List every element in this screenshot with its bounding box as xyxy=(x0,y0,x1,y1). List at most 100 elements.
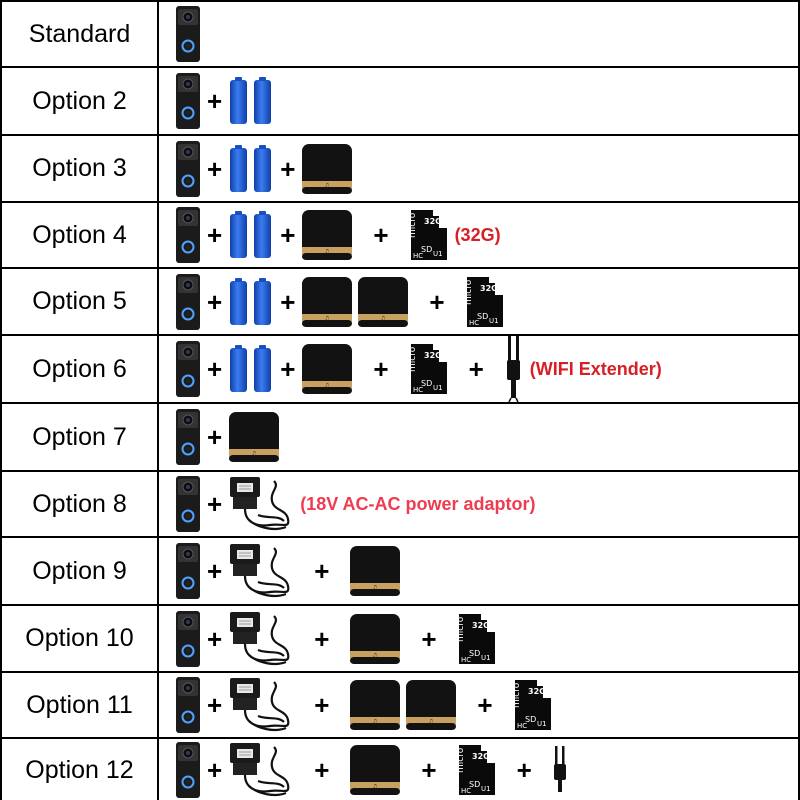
svg-text:U1: U1 xyxy=(433,384,443,392)
svg-text:U1: U1 xyxy=(489,317,499,325)
option-row: Option 7 + ♫ xyxy=(0,402,800,472)
chime-icon: ♫ xyxy=(301,143,353,195)
svg-text:♫: ♫ xyxy=(373,719,378,726)
chime-icon: ♫ xyxy=(228,411,280,463)
microsd-card-icon: 32GB micro SD HC U1 xyxy=(409,208,449,262)
plus-sign: + xyxy=(207,153,223,184)
svg-text:SD: SD xyxy=(469,780,480,789)
option-contents: + (18V AC-AC power adaptor) xyxy=(157,470,800,538)
power-adaptor-icon xyxy=(228,475,294,533)
option-row: Option 10 + + ♫ + 32GB micro SD HC U1 xyxy=(0,604,800,673)
option-label: Standard xyxy=(0,0,159,68)
svg-text:micro: micro xyxy=(457,747,466,773)
plus-sign: + xyxy=(207,220,223,250)
plus-sign: + xyxy=(477,690,493,720)
svg-text:U1: U1 xyxy=(433,250,443,258)
plus-sign: + xyxy=(207,489,223,519)
svg-text:♫: ♫ xyxy=(429,719,434,726)
option-label: Option 9 xyxy=(0,536,159,606)
plus-sign: + xyxy=(314,556,330,586)
plus-sign: + xyxy=(207,354,223,384)
plus-sign: + xyxy=(207,556,223,586)
svg-text:♫: ♫ xyxy=(325,182,330,189)
svg-text:micro: micro xyxy=(513,682,522,708)
option-contents: + + ♫ + 32GB micro SD HC U1 + (WIFI Exte… xyxy=(157,334,800,404)
plus-sign: + xyxy=(207,422,223,452)
svg-text:U1: U1 xyxy=(537,720,547,728)
wifi-extender-icon xyxy=(504,337,524,401)
batteries-icon xyxy=(228,76,274,126)
note-wifi: (WIFI Extender) xyxy=(529,358,662,379)
plus-sign: + xyxy=(314,690,330,720)
option-row: Option 11 + + ♫ ♫ + 32GB m xyxy=(0,671,800,739)
doorbell-icon xyxy=(175,676,201,734)
batteries-icon xyxy=(228,210,274,260)
option-row: Option 4 + + ♫ + 32GB micro SD HC U1 (32… xyxy=(0,201,800,269)
option-label: Option 7 xyxy=(0,402,159,472)
doorbell-icon xyxy=(175,5,201,63)
plus-sign: + xyxy=(516,755,532,785)
option-row: Standard xyxy=(0,0,800,68)
option-row: Option 5 + + ♫ ♫ + 32GB micro xyxy=(0,267,800,336)
microsd-card-icon: 32GB micro SD HC U1 xyxy=(513,678,553,732)
power-adaptor-icon xyxy=(228,741,294,799)
option-label: Option 3 xyxy=(0,134,159,203)
svg-text:HC: HC xyxy=(413,252,423,260)
doorbell-icon xyxy=(175,408,201,466)
plus-sign: + xyxy=(207,623,223,654)
option-row: Option 3 + + ♫ xyxy=(0,134,800,203)
option-label: Option 2 xyxy=(0,66,159,136)
option-contents: + + ♫ ♫ + 32GB micro SD HC U1 xyxy=(157,671,800,739)
svg-text:32GB: 32GB xyxy=(472,621,496,630)
option-contents: + + ♫ xyxy=(157,134,800,203)
svg-text:32GB: 32GB xyxy=(480,284,504,293)
svg-text:HC: HC xyxy=(461,787,471,795)
plus-sign: + xyxy=(314,755,330,785)
option-label: Option 10 xyxy=(0,604,159,673)
microsd-card-icon: 32GB micro SD HC U1 xyxy=(409,342,449,396)
plus-sign: + xyxy=(207,690,223,720)
chime-icon: ♫ xyxy=(349,545,401,597)
svg-text:HC: HC xyxy=(517,722,527,730)
plus-sign: + xyxy=(207,86,223,116)
plus-sign: + xyxy=(280,286,296,317)
plus-sign: + xyxy=(429,286,445,317)
plus-sign: + xyxy=(280,354,296,384)
svg-text:SD: SD xyxy=(525,715,536,724)
note-adaptor: (18V AC-AC power adaptor) xyxy=(300,493,536,514)
option-label: Option 11 xyxy=(0,671,159,739)
option-row: Option 8 + (18V AC-AC power adaptor) xyxy=(0,470,800,538)
svg-text:SD: SD xyxy=(477,312,488,321)
doorbell-icon xyxy=(175,475,201,533)
option-label: Option 6 xyxy=(0,334,159,404)
option-contents xyxy=(157,0,800,68)
plus-sign: + xyxy=(207,755,223,785)
chime-icon: ♫ xyxy=(405,679,457,731)
svg-text:SD: SD xyxy=(421,245,432,254)
svg-text:HC: HC xyxy=(413,386,423,394)
chime-icon: ♫ xyxy=(349,744,401,796)
option-contents: + + ♫ + 32GB micro SD HC U1 (32G) xyxy=(157,201,800,269)
microsd-card-icon: 32GB micro SD HC U1 xyxy=(457,612,497,666)
svg-text:♫: ♫ xyxy=(251,451,256,458)
svg-text:♫: ♫ xyxy=(373,784,378,791)
chime-icon: ♫ xyxy=(301,276,353,328)
svg-text:U1: U1 xyxy=(481,785,491,793)
plus-sign: + xyxy=(373,220,389,250)
svg-text:HC: HC xyxy=(469,319,479,327)
wifi-extender-icon xyxy=(552,746,568,794)
doorbell-icon xyxy=(175,206,201,264)
chime-icon: ♫ xyxy=(349,613,401,665)
plus-sign: + xyxy=(468,354,484,384)
chime-icon: ♫ xyxy=(301,343,353,395)
option-contents: + + ♫ + 32GB micro SD HC U1 + xyxy=(157,737,800,800)
svg-text:32GB: 32GB xyxy=(528,687,552,696)
option-row: Option 6 + + ♫ + 32GB micro SD HC U1 + xyxy=(0,334,800,404)
option-row: Option 2 + xyxy=(0,66,800,136)
option-row: Option 12 + + ♫ + 32GB micro SD HC U1 xyxy=(0,737,800,800)
svg-text:♫: ♫ xyxy=(381,315,386,322)
option-contents: + xyxy=(157,66,800,136)
option-contents: + + ♫ ♫ + 32GB micro SD HC U1 xyxy=(157,267,800,336)
svg-text:U1: U1 xyxy=(481,654,491,662)
